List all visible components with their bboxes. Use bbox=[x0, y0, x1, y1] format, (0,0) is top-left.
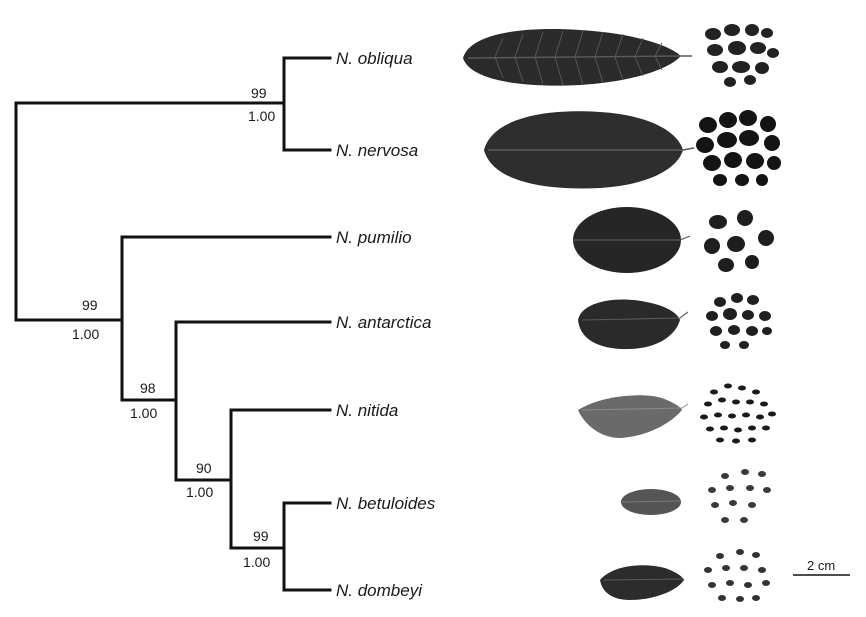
leaf-image-obliqua bbox=[463, 29, 692, 86]
scale-bar: 2 cm bbox=[793, 558, 850, 575]
node-support-bootstrap: 99 bbox=[82, 297, 98, 313]
node-support-bootstrap: 90 bbox=[196, 460, 212, 476]
seed-image-betuloides bbox=[708, 469, 771, 523]
support-values: 99 1.00 99 1.00 98 1.00 90 1.00 99 1.00 bbox=[72, 85, 275, 570]
seed-images bbox=[696, 24, 781, 602]
taxon-label-dombeyi: N. dombeyi bbox=[336, 581, 423, 600]
node-support-posterior: 1.00 bbox=[243, 554, 270, 570]
leaf-image-dombeyi bbox=[600, 565, 684, 600]
seed-image-pumilio bbox=[704, 210, 774, 272]
taxon-label-antarctica: N. antarctica bbox=[336, 313, 431, 332]
seed-image-dombeyi bbox=[704, 549, 770, 602]
seed-image-antarctica bbox=[706, 293, 772, 349]
node-support-posterior: 1.00 bbox=[130, 405, 157, 421]
seed-image-nervosa bbox=[696, 110, 781, 186]
taxon-label-nervosa: N. nervosa bbox=[336, 141, 418, 160]
scale-bar-label: 2 cm bbox=[807, 558, 835, 573]
node-support-bootstrap: 99 bbox=[251, 85, 267, 101]
seed-image-obliqua bbox=[705, 24, 779, 87]
leaf-image-antarctica bbox=[578, 299, 688, 349]
leaf-images bbox=[463, 29, 694, 600]
taxon-label-nitida: N. nitida bbox=[336, 401, 398, 420]
leaf-image-pumilio bbox=[573, 207, 690, 273]
node-support-posterior: 1.00 bbox=[186, 484, 213, 500]
taxon-labels: N. obliqua N. nervosa N. pumilio N. anta… bbox=[336, 49, 436, 600]
taxon-label-betuloides: N. betuloides bbox=[336, 494, 436, 513]
node-support-posterior: 1.00 bbox=[248, 108, 275, 124]
node-support-bootstrap: 98 bbox=[140, 380, 156, 396]
leaf-image-nervosa bbox=[484, 111, 694, 188]
taxon-label-pumilio: N. pumilio bbox=[336, 228, 412, 247]
tree-branches bbox=[16, 58, 330, 590]
leaf-image-betuloides bbox=[621, 489, 681, 515]
leaf-image-nitida bbox=[578, 395, 688, 438]
node-support-posterior: 1.00 bbox=[72, 326, 99, 342]
seed-image-nitida bbox=[700, 384, 776, 444]
taxon-label-obliqua: N. obliqua bbox=[336, 49, 413, 68]
node-support-bootstrap: 99 bbox=[253, 528, 269, 544]
